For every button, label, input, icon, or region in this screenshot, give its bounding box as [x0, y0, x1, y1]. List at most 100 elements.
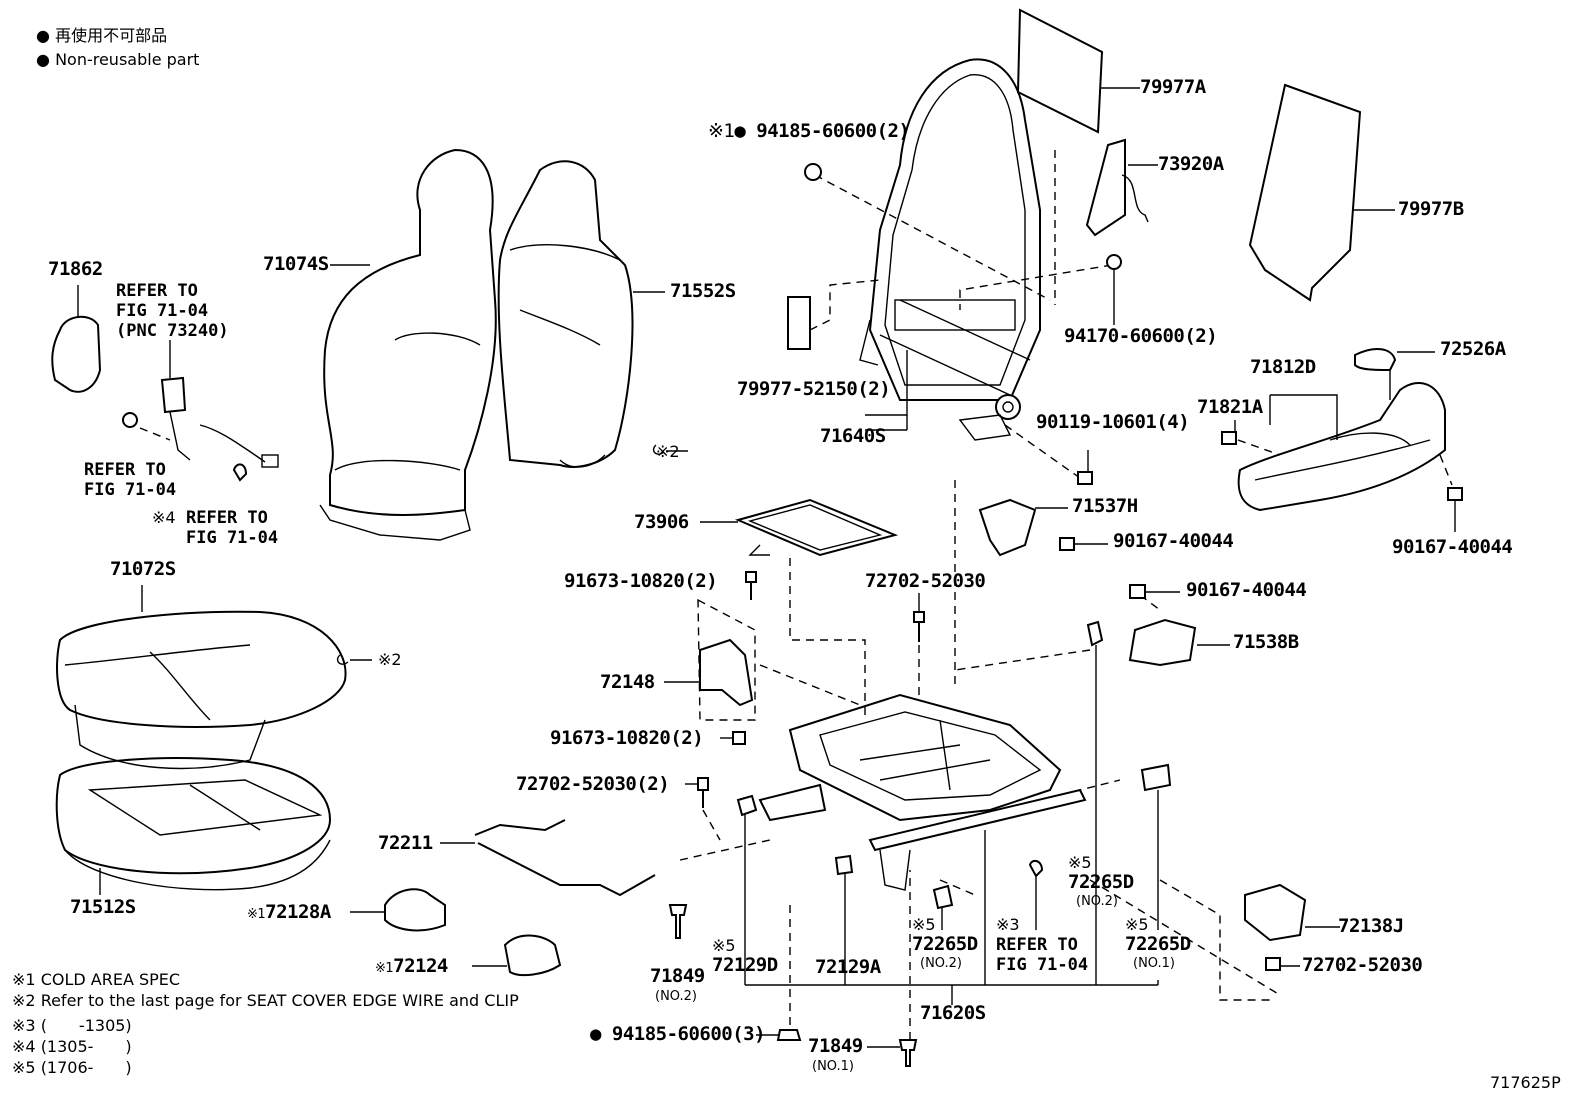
note-mark: ※5	[1125, 915, 1149, 934]
part-label[interactable]: 91673-10820(2)	[564, 570, 718, 592]
part-label-with-mark[interactable]: ※5 72129D	[712, 938, 778, 975]
note-mark: ●	[590, 1023, 601, 1045]
part-label[interactable]: 71072S	[110, 558, 176, 580]
seat-cover-wire-note-mark[interactable]: ※2	[378, 650, 402, 669]
part-label[interactable]: 72702-52030	[1302, 954, 1423, 976]
refer-to-fig-note[interactable]: REFER TO FIG 71-04 (PNC 73240)	[116, 281, 229, 341]
footnote-mark: ※3	[12, 1016, 36, 1035]
part-sub-label: (NO.2)	[655, 989, 697, 1004]
refer-to-fig-text: REFER TO FIG 71-04	[186, 508, 279, 548]
seatback-cover-drawing	[319, 148, 497, 541]
part-label[interactable]: 71821A	[1197, 396, 1263, 418]
note-mark: ※1	[375, 961, 394, 976]
footnote-text: (1706- )	[40, 1058, 132, 1077]
cover-72138j-drawing	[1244, 883, 1307, 942]
part-label[interactable]: 71512S	[70, 896, 136, 918]
part-label-with-mark[interactable]: ● 94185-60600(3)	[590, 1023, 766, 1045]
part-label[interactable]: 90119-10601(4)	[1036, 411, 1190, 433]
legend-text-en: Non-reusable part	[55, 50, 200, 69]
part-number: 72128A	[265, 901, 331, 923]
airbag-73920a-drawing	[1085, 138, 1126, 237]
seat-adjuster-drawing	[758, 693, 1087, 891]
note-mark: ※5	[712, 936, 736, 955]
part-label[interactable]: 71074S	[263, 253, 329, 275]
part-label[interactable]: 72702-52030(2)	[516, 773, 670, 795]
part-label[interactable]: 79977A	[1140, 76, 1206, 98]
legend-line-jp: ● 再使用不可部品	[36, 28, 167, 44]
footnote-text: ( -1305)	[40, 1016, 132, 1035]
seat-cushion-pad-drawing	[55, 757, 332, 891]
part-label[interactable]: 72702-52030	[865, 570, 986, 592]
part-label[interactable]: 71537H	[1072, 495, 1138, 517]
part-sub-label: (NO.2)	[1076, 894, 1118, 909]
part-label-with-mark[interactable]: ※172128A	[247, 903, 331, 922]
note-mark: ※3	[996, 915, 1020, 934]
part-72128a-drawing	[384, 888, 446, 932]
footnote-text: COLD AREA SPEC	[40, 970, 181, 989]
part-label[interactable]: 71620S	[920, 1002, 986, 1024]
bracket-71537h-drawing	[978, 498, 1037, 557]
part-label[interactable]: 79977B	[1398, 198, 1464, 220]
legend-line-en: ● Non-reusable part	[36, 52, 199, 68]
refer-to-fig-note[interactable]: REFER TO FIG 71-04	[84, 460, 177, 500]
part-label[interactable]: 94170-60600(2)	[1064, 325, 1218, 347]
part-label[interactable]: 79977-52150(2)	[737, 378, 891, 400]
part-number: 72124	[393, 955, 448, 977]
pad-79977-52150-drawing	[787, 296, 811, 350]
footnote: ※5 (1706- )	[12, 1054, 519, 1077]
footnote-mark: ※2	[12, 991, 36, 1010]
part-label-with-mark[interactable]: ※5 72265D (NO.2)	[1068, 855, 1134, 909]
part-label[interactable]: 90167-40044	[1113, 530, 1234, 552]
figure-code: 717625P	[1490, 1073, 1561, 1092]
part-label[interactable]: 72148	[600, 671, 655, 693]
pad-79977b-drawing	[1248, 83, 1362, 302]
part-71862-drawing	[51, 315, 102, 393]
part-number: 72265D	[912, 933, 978, 955]
seat-back-frame-drawing	[859, 58, 1041, 441]
part-label[interactable]: 91673-10820(2)	[550, 727, 704, 749]
part-label[interactable]: 90167-40044	[1392, 536, 1513, 558]
note-mark: ※1	[247, 907, 266, 922]
footnote-mark: ※4	[12, 1037, 36, 1056]
non-reusable-bullet-icon: ●	[36, 26, 50, 45]
footnote-text: Refer to the last page for SEAT COVER ED…	[40, 991, 519, 1010]
part-label[interactable]: 71849	[808, 1035, 863, 1057]
part-label-with-mark[interactable]: ※1● 94185-60600(2)	[708, 120, 910, 142]
part-label[interactable]: 72526A	[1440, 338, 1506, 360]
bolt-71849-no2-drawing	[668, 904, 688, 939]
part-sub-label: (NO.1)	[812, 1059, 854, 1074]
bracket-71538b-drawing	[1128, 618, 1197, 667]
part-label[interactable]: 71849	[650, 965, 705, 987]
part-label[interactable]: 73920A	[1158, 153, 1224, 175]
part-label[interactable]: 72129A	[815, 956, 881, 978]
part-number: 72129D	[712, 954, 778, 976]
part-label[interactable]: 71552S	[670, 280, 736, 302]
part-label[interactable]: 71812D	[1250, 356, 1316, 378]
part-label[interactable]: 72138J	[1338, 915, 1404, 937]
part-label[interactable]: 90167-40044	[1186, 579, 1307, 601]
part-label[interactable]: 71862	[48, 258, 103, 280]
part-label-with-mark[interactable]: ※5 72265D (NO.1)	[1125, 915, 1191, 971]
footnote: ※4 (1305- )	[12, 1033, 519, 1056]
part-label[interactable]: 73906	[634, 511, 689, 533]
part-label[interactable]: 71538B	[1233, 631, 1299, 653]
part-label[interactable]: 72211	[378, 832, 433, 854]
mat-73906-drawing	[734, 498, 899, 557]
wire-72211-drawing	[474, 819, 656, 897]
footnote: ※2 Refer to the last page for SEAT COVER…	[12, 991, 519, 1012]
non-reusable-bullet-icon: ●	[36, 50, 50, 69]
part-label-with-mark[interactable]: ※5 72265D (NO.2)	[912, 917, 978, 971]
side-cover-71812d-drawing	[1237, 381, 1446, 512]
footnote: ※1 COLD AREA SPEC	[12, 970, 519, 991]
seat-cover-wire-note-mark[interactable]: ※2	[656, 442, 680, 461]
footnote-text: (1305- )	[40, 1037, 132, 1056]
seatbelt-buckle-drawing	[122, 340, 279, 468]
pad-79977a-drawing	[1016, 8, 1104, 134]
part-label[interactable]: 71640S	[820, 425, 886, 447]
knob-72526a-drawing	[1354, 348, 1397, 372]
part-number: 94185-60600(2)	[756, 120, 910, 142]
refer-to-fig-note-with-mark[interactable]: ※3 REFER TO FIG 71-04	[996, 915, 1088, 976]
part-label-with-mark[interactable]: ※172124	[375, 957, 448, 976]
